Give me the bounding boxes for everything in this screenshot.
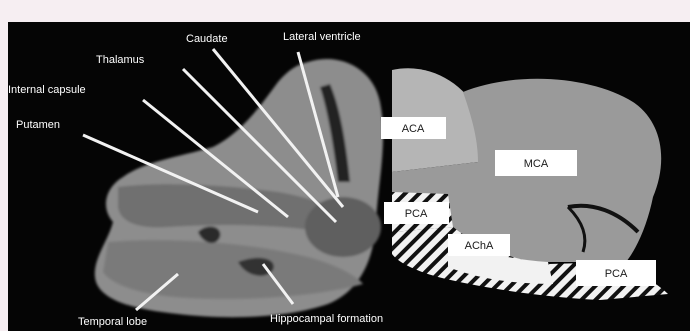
left-hemisphere-section <box>95 59 383 317</box>
putamen-label: Putamen <box>16 119 60 131</box>
pca-lower-box: PCA <box>576 260 656 286</box>
brain-diagram: ACA MCA PCA AChA PCA <box>8 22 690 331</box>
hippocampal-formation-label: Hippocampal formation <box>270 313 383 325</box>
caudate-label: Caudate <box>186 33 228 45</box>
pca-upper-box: PCA <box>384 202 449 224</box>
pca-upper-label: PCA <box>405 208 428 220</box>
temporal-lobe-label: Temporal lobe <box>78 316 147 328</box>
lateral-ventricle-label: Lateral ventricle <box>283 31 361 43</box>
aca-box: ACA <box>381 117 446 139</box>
pca-lower-label: PCA <box>605 268 628 280</box>
acha-box: AChA <box>448 234 510 256</box>
mca-label: MCA <box>524 158 549 170</box>
internal-capsule-label: Internal capsule <box>8 84 86 96</box>
mca-box: MCA <box>495 150 577 176</box>
aca-label: ACA <box>402 123 425 135</box>
thalamus-label: Thalamus <box>96 54 145 66</box>
brain-section-figure: ACA MCA PCA AChA PCA <box>8 22 690 331</box>
acha-label: AChA <box>465 240 494 252</box>
